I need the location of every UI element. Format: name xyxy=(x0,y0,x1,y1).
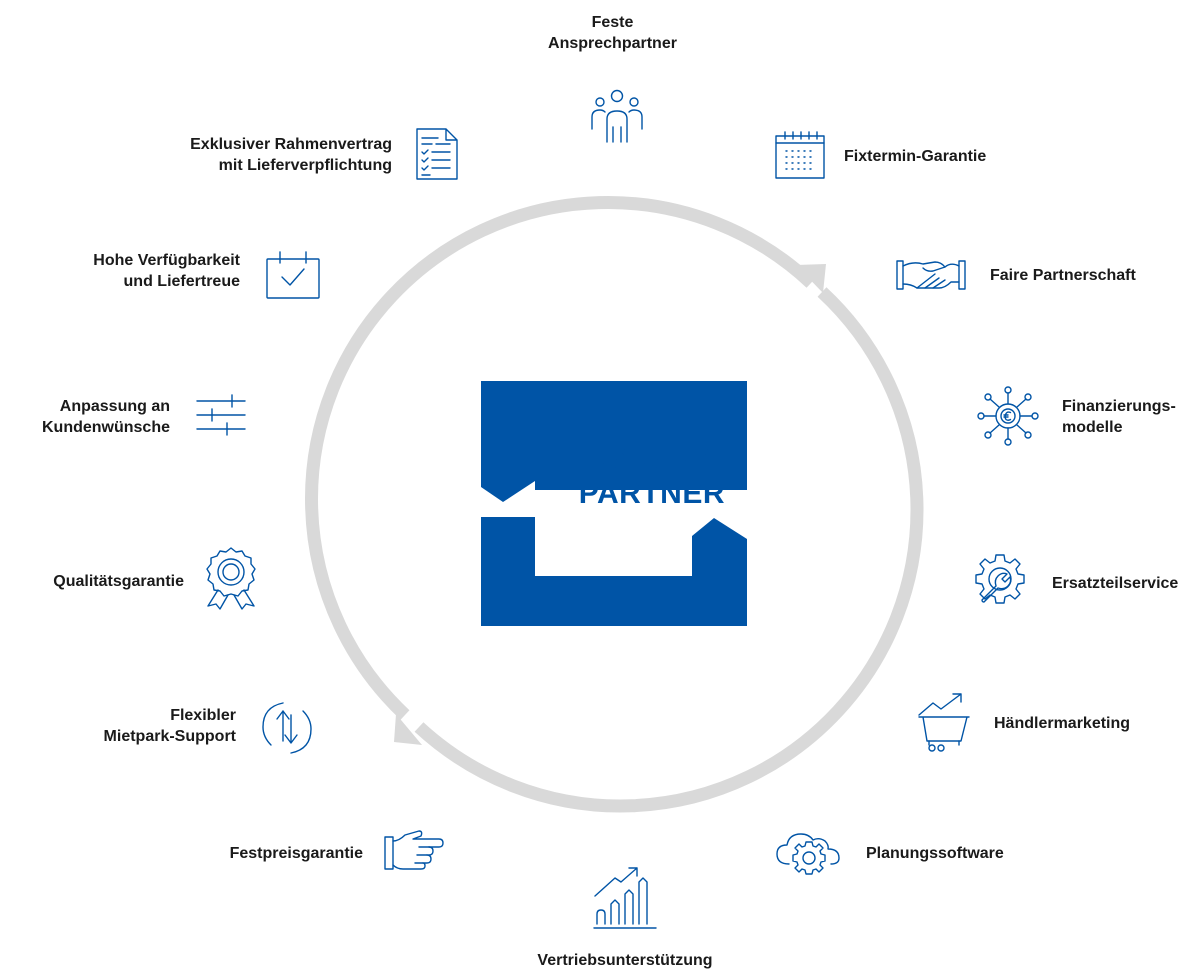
hand-pointing-icon xyxy=(383,829,447,871)
cloud-gear-icon xyxy=(775,828,843,876)
item-label: Fixtermin-Garantie xyxy=(844,148,987,165)
calendar-check-icon xyxy=(266,251,320,299)
item-label: Planungssoftware xyxy=(866,845,1004,862)
item-label: Hohe Verfügbarkeit und Liefertreue xyxy=(93,252,240,290)
item-label: Anpassung an Kundenwünsche xyxy=(41,398,170,436)
cart-growth-icon xyxy=(917,691,971,753)
circular-arrows-icon xyxy=(259,701,315,755)
ring-arrowhead-top xyxy=(796,264,826,293)
item-label: Festpreisgarantie xyxy=(229,845,363,862)
item-label: Feste Ansprechpartner xyxy=(548,14,677,52)
item-label: Faire Partnerschaft xyxy=(990,267,1136,284)
award-badge-icon xyxy=(204,546,258,610)
checklist-icon xyxy=(416,128,458,180)
ring-arrowhead-bottom xyxy=(394,714,422,745)
item-label: Ersatzteilservice xyxy=(1052,575,1179,592)
item-label: Finanzierungs- modelle xyxy=(1062,398,1176,436)
euro-network-icon xyxy=(977,386,1039,446)
calendar-grid-icon xyxy=(775,131,825,179)
gear-wrench-icon xyxy=(974,552,1026,606)
system-partner-logo: SYSTEM PARTNER xyxy=(481,381,747,626)
sliders-icon xyxy=(196,393,246,437)
bar-growth-icon xyxy=(593,866,657,930)
item-label: Flexibler Mietpark-Support xyxy=(103,707,236,745)
logo-mark xyxy=(481,381,747,626)
people-group-icon xyxy=(589,89,645,145)
handshake-icon xyxy=(895,258,967,292)
item-label: Qualitätsgarantie xyxy=(53,573,184,590)
item-label: Vertriebsunterstützung xyxy=(537,952,713,969)
item-label: Händlermarketing xyxy=(994,715,1131,732)
item-label: Exklusiver Rahmenvertrag mit Lieferverpf… xyxy=(190,136,392,174)
